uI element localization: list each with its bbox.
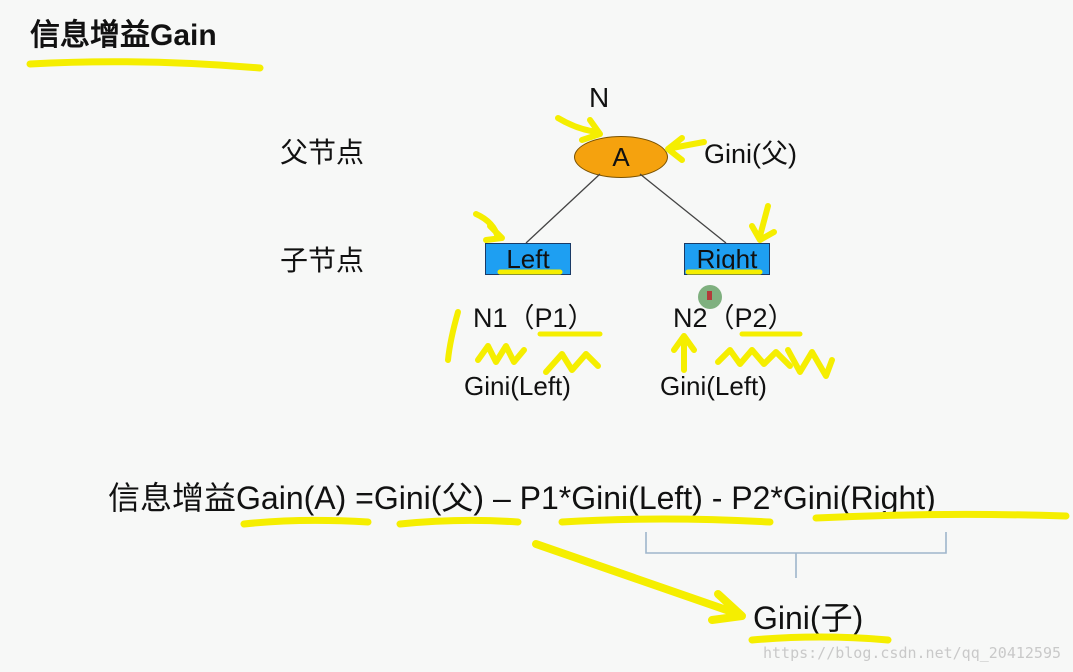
left-node-stats: N1（P1） [473, 303, 595, 333]
arrow-to-left-node [473, 211, 505, 243]
arrow-to-root-left [555, 115, 603, 143]
child-node-label: 子节点 [280, 245, 365, 276]
left-p1-scribble [543, 351, 601, 375]
result-arrow [532, 540, 746, 624]
formula-gain: Gain(A) [236, 480, 347, 516]
right-node-stats: N2（P2） [673, 303, 795, 333]
right-node-gini: Gini(Left) [660, 371, 767, 401]
gain-underline [240, 516, 372, 528]
formula-term-2: P2*Gini(Right) [731, 480, 936, 516]
edge-root-right [639, 173, 727, 244]
formula-term-1: P1*Gini(Left) [519, 480, 703, 516]
right-p2-scribble [715, 347, 793, 369]
cursor-dot-mark [707, 291, 712, 300]
right-n2-arrow [671, 333, 697, 373]
arrow-to-root-right [665, 135, 707, 163]
result-underline [748, 633, 892, 644]
root-count: N [589, 82, 610, 113]
root-gini: Gini(父) [704, 139, 797, 169]
arrow-to-right-node [749, 203, 777, 243]
formula-equals: = [355, 480, 374, 516]
formula-prefix: 信息增益 [108, 480, 237, 516]
left-n-scribble [445, 309, 461, 363]
root-node-A: A [574, 136, 668, 178]
title-underline [26, 58, 264, 72]
term1-underline [558, 515, 774, 526]
gain-formula: 信息增益Gain(A) =Gini(父) – P1*Gini(Left) - P… [108, 478, 936, 518]
left-node-label: Left [506, 244, 550, 274]
brace [645, 532, 947, 578]
parent-node-label: 父节点 [280, 137, 365, 168]
left-n1-scribble [475, 343, 527, 365]
root-node-label: A [612, 142, 630, 172]
page-title: 信息增益Gain [30, 19, 217, 52]
formula-gini-parent: Gini(父) [373, 480, 485, 516]
term2-underline [812, 510, 1070, 522]
formula-minus-1: – [492, 480, 511, 516]
gini-parent-underline [396, 516, 522, 528]
formula-minus-2: - [711, 480, 723, 516]
right-gini-scribble [785, 347, 835, 379]
edge-root-left [525, 173, 601, 244]
watermark: https://blog.csdn.net/qq_20412595 [762, 644, 1061, 662]
left-node-gini: Gini(Left) [464, 371, 571, 401]
right-node-label: Right [696, 244, 758, 274]
formula-result: Gini(子) [753, 600, 864, 636]
